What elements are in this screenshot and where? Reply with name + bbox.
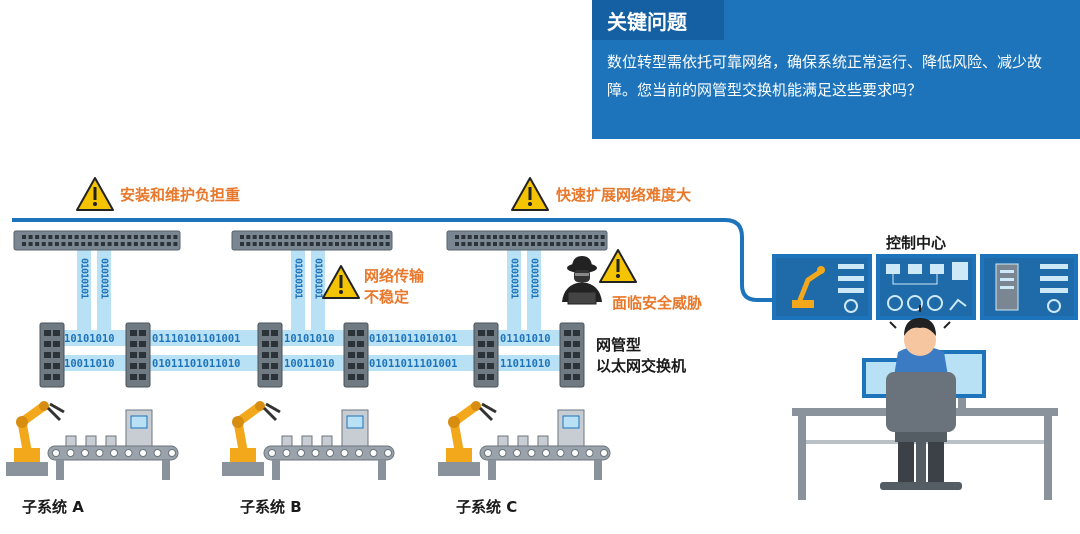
channel-b-right	[311, 250, 325, 335]
binary-link-bottom-ab: 01011101011010	[152, 358, 241, 370]
binary-stub-bottom-b: 10011010	[284, 358, 335, 370]
warning-icon-install	[76, 177, 114, 211]
binary-vertical-b2: 01010101	[313, 258, 324, 299]
binary-stub-top-a: 10101010	[64, 333, 115, 345]
link-top-ab	[150, 330, 258, 346]
link-top-a	[62, 330, 128, 346]
rack-switch-c	[446, 230, 608, 251]
warning-icon-security	[599, 249, 637, 283]
binary-link-top-bc: 01011011010101	[369, 333, 458, 345]
warning-icon-unstable	[322, 265, 360, 299]
channel-c-left	[507, 250, 521, 335]
binary-link-bottom-bc: 01011011101001	[369, 358, 458, 370]
factory-cell	[222, 401, 395, 480]
link-bottom-ab	[150, 355, 258, 371]
key-question-title: 关键问题	[607, 10, 687, 34]
binary-stub-bottom-a: 10011010	[64, 358, 115, 370]
control-monitor-robot	[772, 254, 872, 320]
control-monitor-switch	[980, 254, 1078, 320]
binary-link-top-ab: 01110101101001	[152, 333, 241, 345]
warning-label-expand: 快速扩展网络难度大	[556, 186, 692, 204]
din-rail-switch	[257, 322, 283, 388]
binary-stub-top-c: 01101010	[500, 333, 551, 345]
warning-label-security: 面临安全威胁	[612, 294, 703, 312]
hacker-icon	[562, 256, 602, 305]
link-bottom-a	[62, 355, 128, 371]
operator-desk	[792, 305, 1058, 500]
channel-b-left	[291, 250, 305, 335]
subsystem-c-label: 子系统 C	[456, 498, 518, 516]
subsystem-a-label: 子系统 A	[22, 498, 84, 516]
link-bottom-b	[282, 355, 344, 371]
link-top-bc	[367, 330, 475, 346]
link-top-c	[498, 330, 560, 346]
subsystem-b-label: 子系统 B	[240, 498, 302, 516]
warning-label-install: 安装和维护负担重	[120, 186, 241, 204]
link-bottom-bc	[367, 355, 475, 371]
channel-a-left	[77, 250, 91, 335]
binary-stub-top-b: 10101010	[284, 333, 335, 345]
din-rail-switch	[559, 322, 585, 388]
binary-vertical-c1: 01010101	[509, 258, 520, 299]
binary-stub-bottom-c: 11011010	[500, 358, 551, 370]
managed-switch-label-2: 以太网交换机	[596, 357, 687, 375]
key-question-body: 数位转型需依托可靠网络，确保系统正常运行、降低风险、减少故障。您当前的网管型交换…	[607, 53, 1043, 99]
warning-label-unstable-1: 网络传输	[364, 267, 425, 285]
key-question-title-bg	[592, 0, 724, 40]
channel-a-right	[97, 250, 111, 335]
binary-vertical-c2: 01010101	[529, 258, 540, 299]
factory-cell	[6, 401, 179, 480]
din-rail-switch	[343, 322, 369, 388]
rack-switch-a	[13, 230, 181, 251]
din-rail-switch	[39, 322, 65, 388]
din-rail-switch	[125, 322, 151, 388]
factory-cell	[438, 401, 611, 480]
binary-vertical-a2: 01010101	[99, 258, 110, 299]
control-monitor-diagram	[876, 254, 976, 320]
backbone-line	[12, 218, 773, 302]
link-top-b	[282, 330, 344, 346]
managed-switch-label-1: 网管型	[596, 336, 642, 354]
warning-icon-expand	[511, 177, 549, 211]
link-bottom-c	[498, 355, 560, 371]
binary-vertical-a1: 01010101	[79, 258, 90, 299]
rack-switch-b	[231, 230, 393, 251]
warning-label-unstable-2: 不稳定	[364, 288, 410, 306]
binary-vertical-b1: 01010101	[293, 258, 304, 299]
control-center-label: 控制中心	[886, 234, 947, 252]
din-rail-switch	[473, 322, 499, 388]
channel-c-right	[527, 250, 541, 335]
